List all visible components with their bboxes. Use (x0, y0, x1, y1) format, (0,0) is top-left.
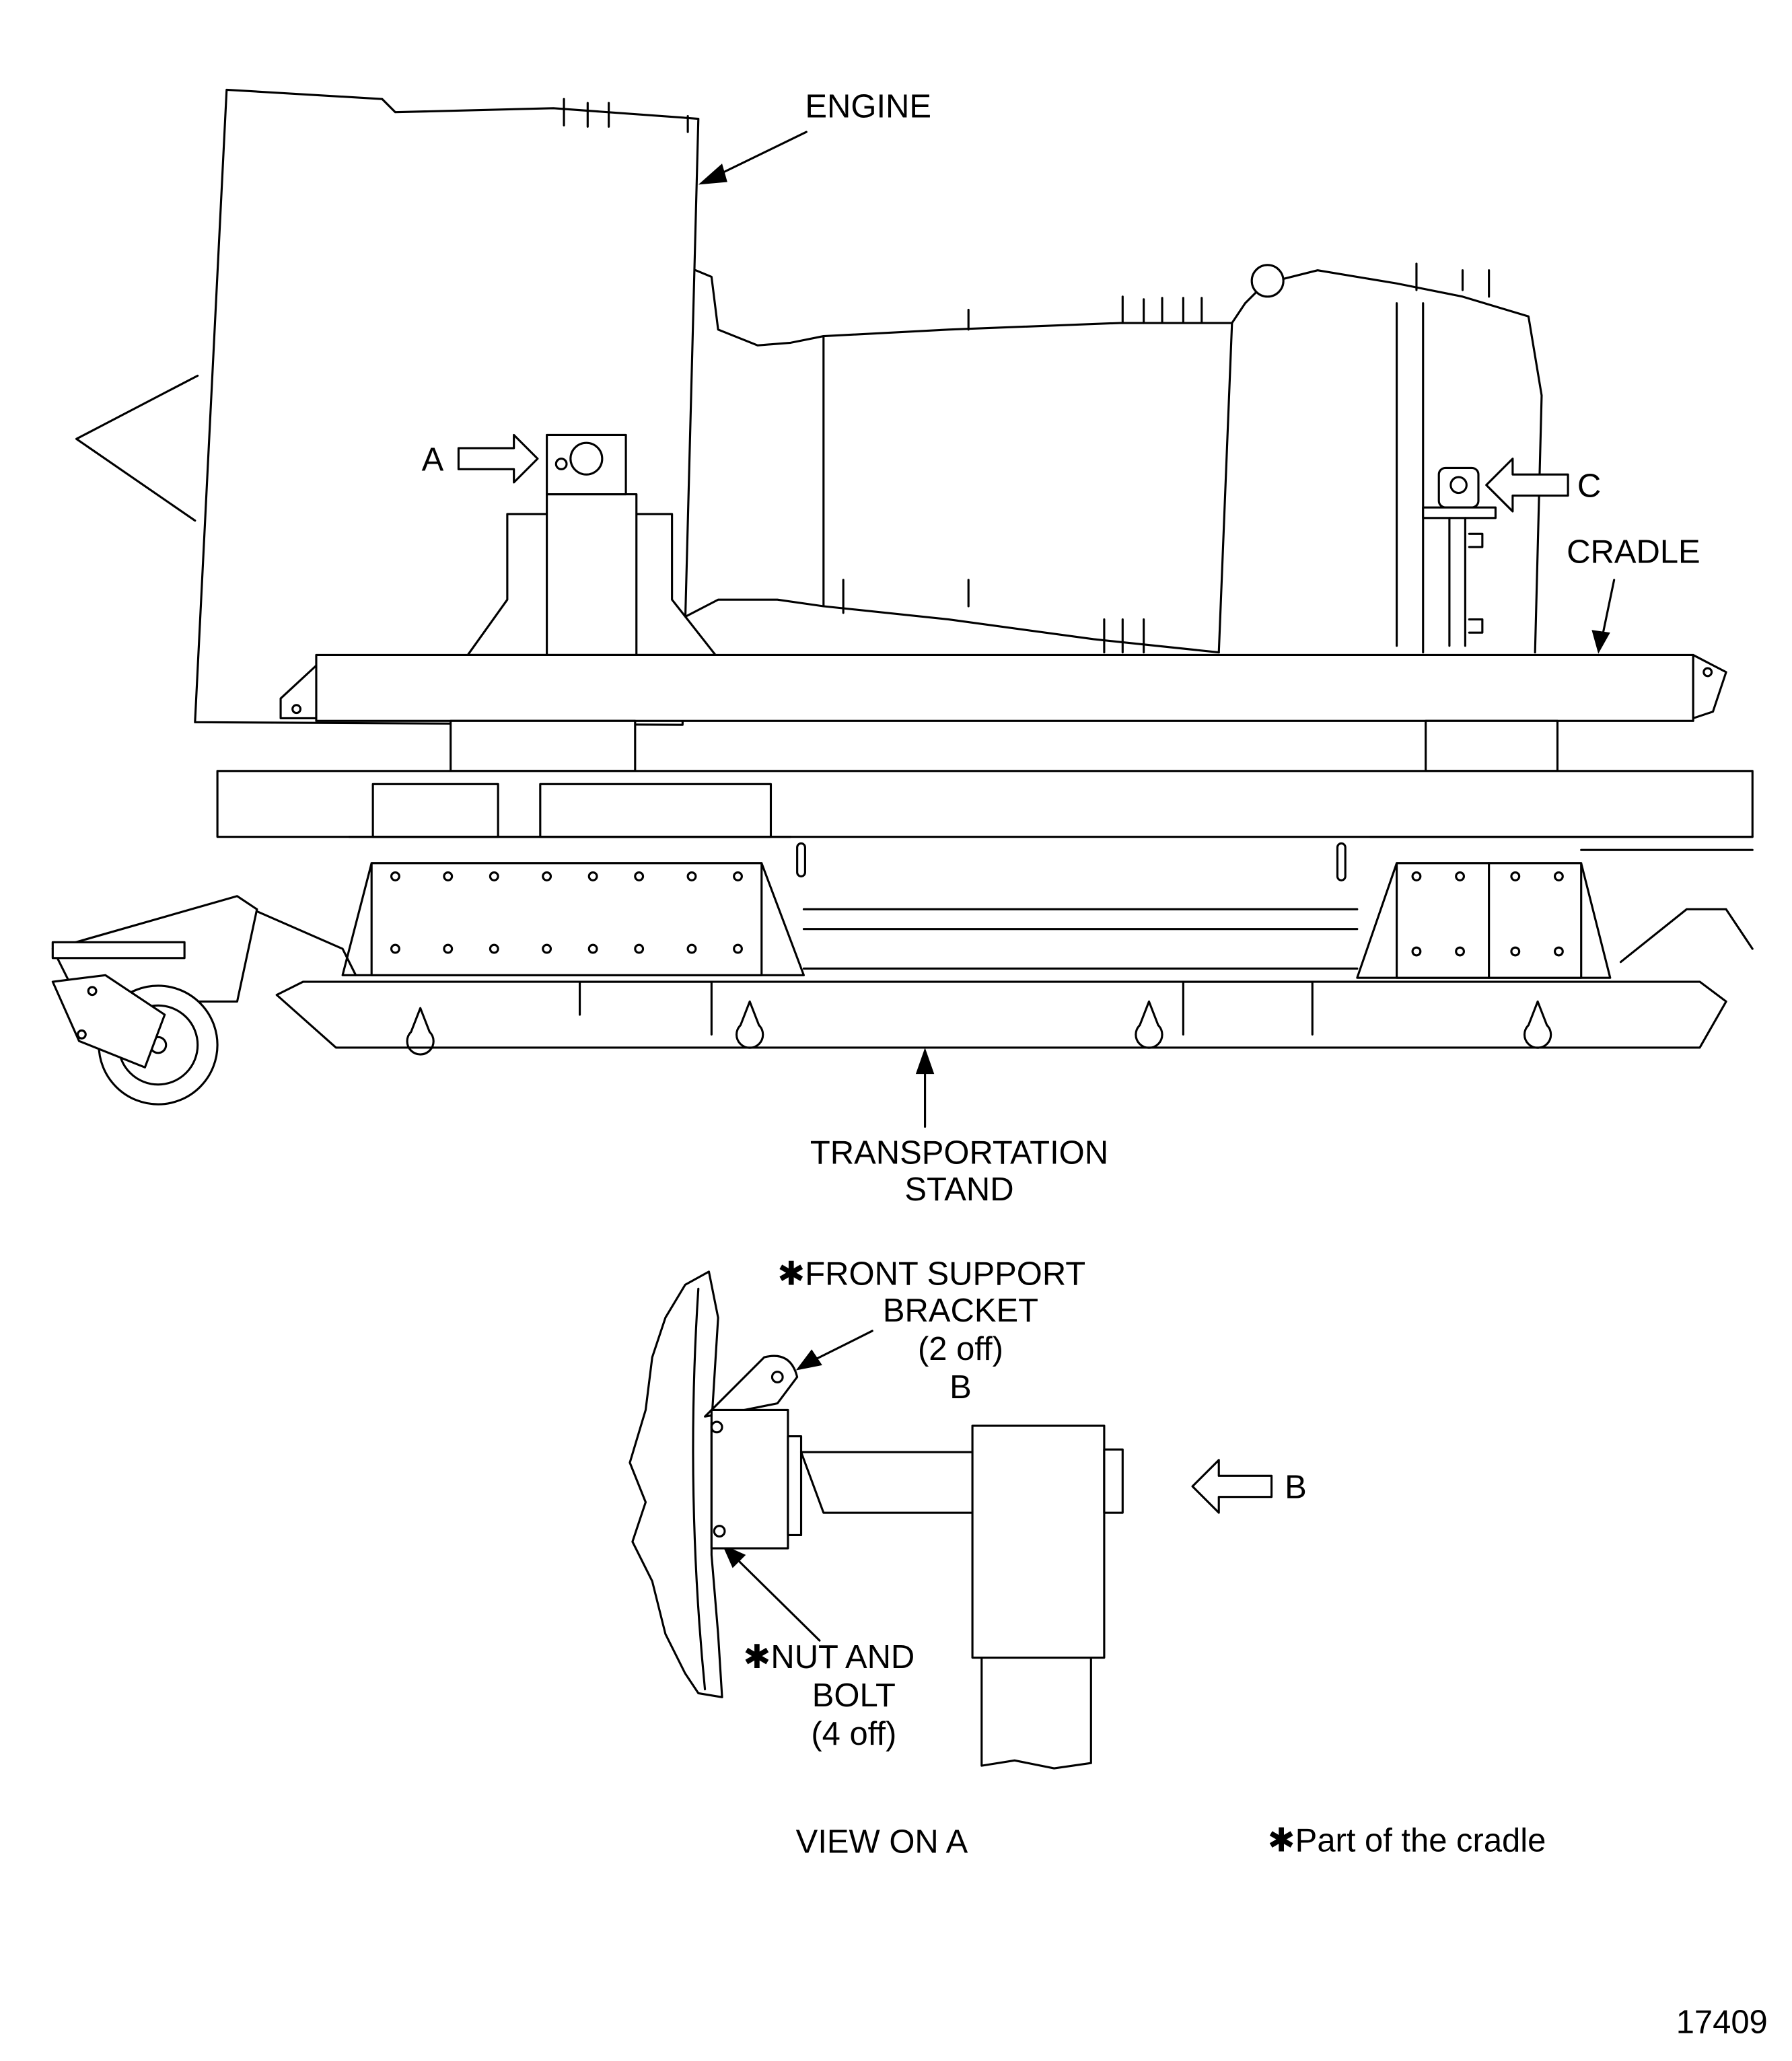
engine (75, 88, 1543, 726)
rear-support-chain (1422, 466, 1497, 647)
label-engine: ENGINE (805, 89, 931, 125)
arrow-c (1485, 458, 1569, 513)
label-bracket: BRACKET (883, 1293, 1038, 1329)
label-bolt: BOLT (812, 1677, 896, 1714)
label-b-arrow: B (1285, 1470, 1307, 1506)
footnote-part-of-cradle: ✱Part of the cradle (1268, 1822, 1546, 1858)
label-c: C (1577, 468, 1601, 504)
label-front-support: ✱FRONT SUPPORT (777, 1256, 1085, 1292)
leader-lines (698, 131, 1616, 1642)
figure-number: 17409 (1676, 2004, 1768, 2041)
transportation-stand (216, 770, 1754, 1056)
view-on-a-detail (629, 1270, 1124, 1770)
label-stand: STAND (904, 1171, 1013, 1208)
label-view-on-a: VIEW ON A (796, 1823, 968, 1860)
bolt-holes (390, 871, 1564, 957)
label-transportation: TRANSPORTATION (810, 1134, 1108, 1171)
caster-wheel (51, 895, 258, 1106)
arrow-b (1191, 1459, 1273, 1514)
label-two-off: (2 off) (918, 1331, 1003, 1367)
cradle (279, 653, 1727, 772)
label-b-bracket: B (949, 1369, 972, 1406)
label-cradle: CRADLE (1567, 534, 1700, 570)
label-a: A (422, 441, 444, 478)
label-four-off: (4 off) (811, 1716, 896, 1752)
label-nut-and: ✱NUT AND (743, 1639, 915, 1675)
front-support-pedestal (466, 433, 717, 657)
arrow-a (457, 433, 539, 484)
